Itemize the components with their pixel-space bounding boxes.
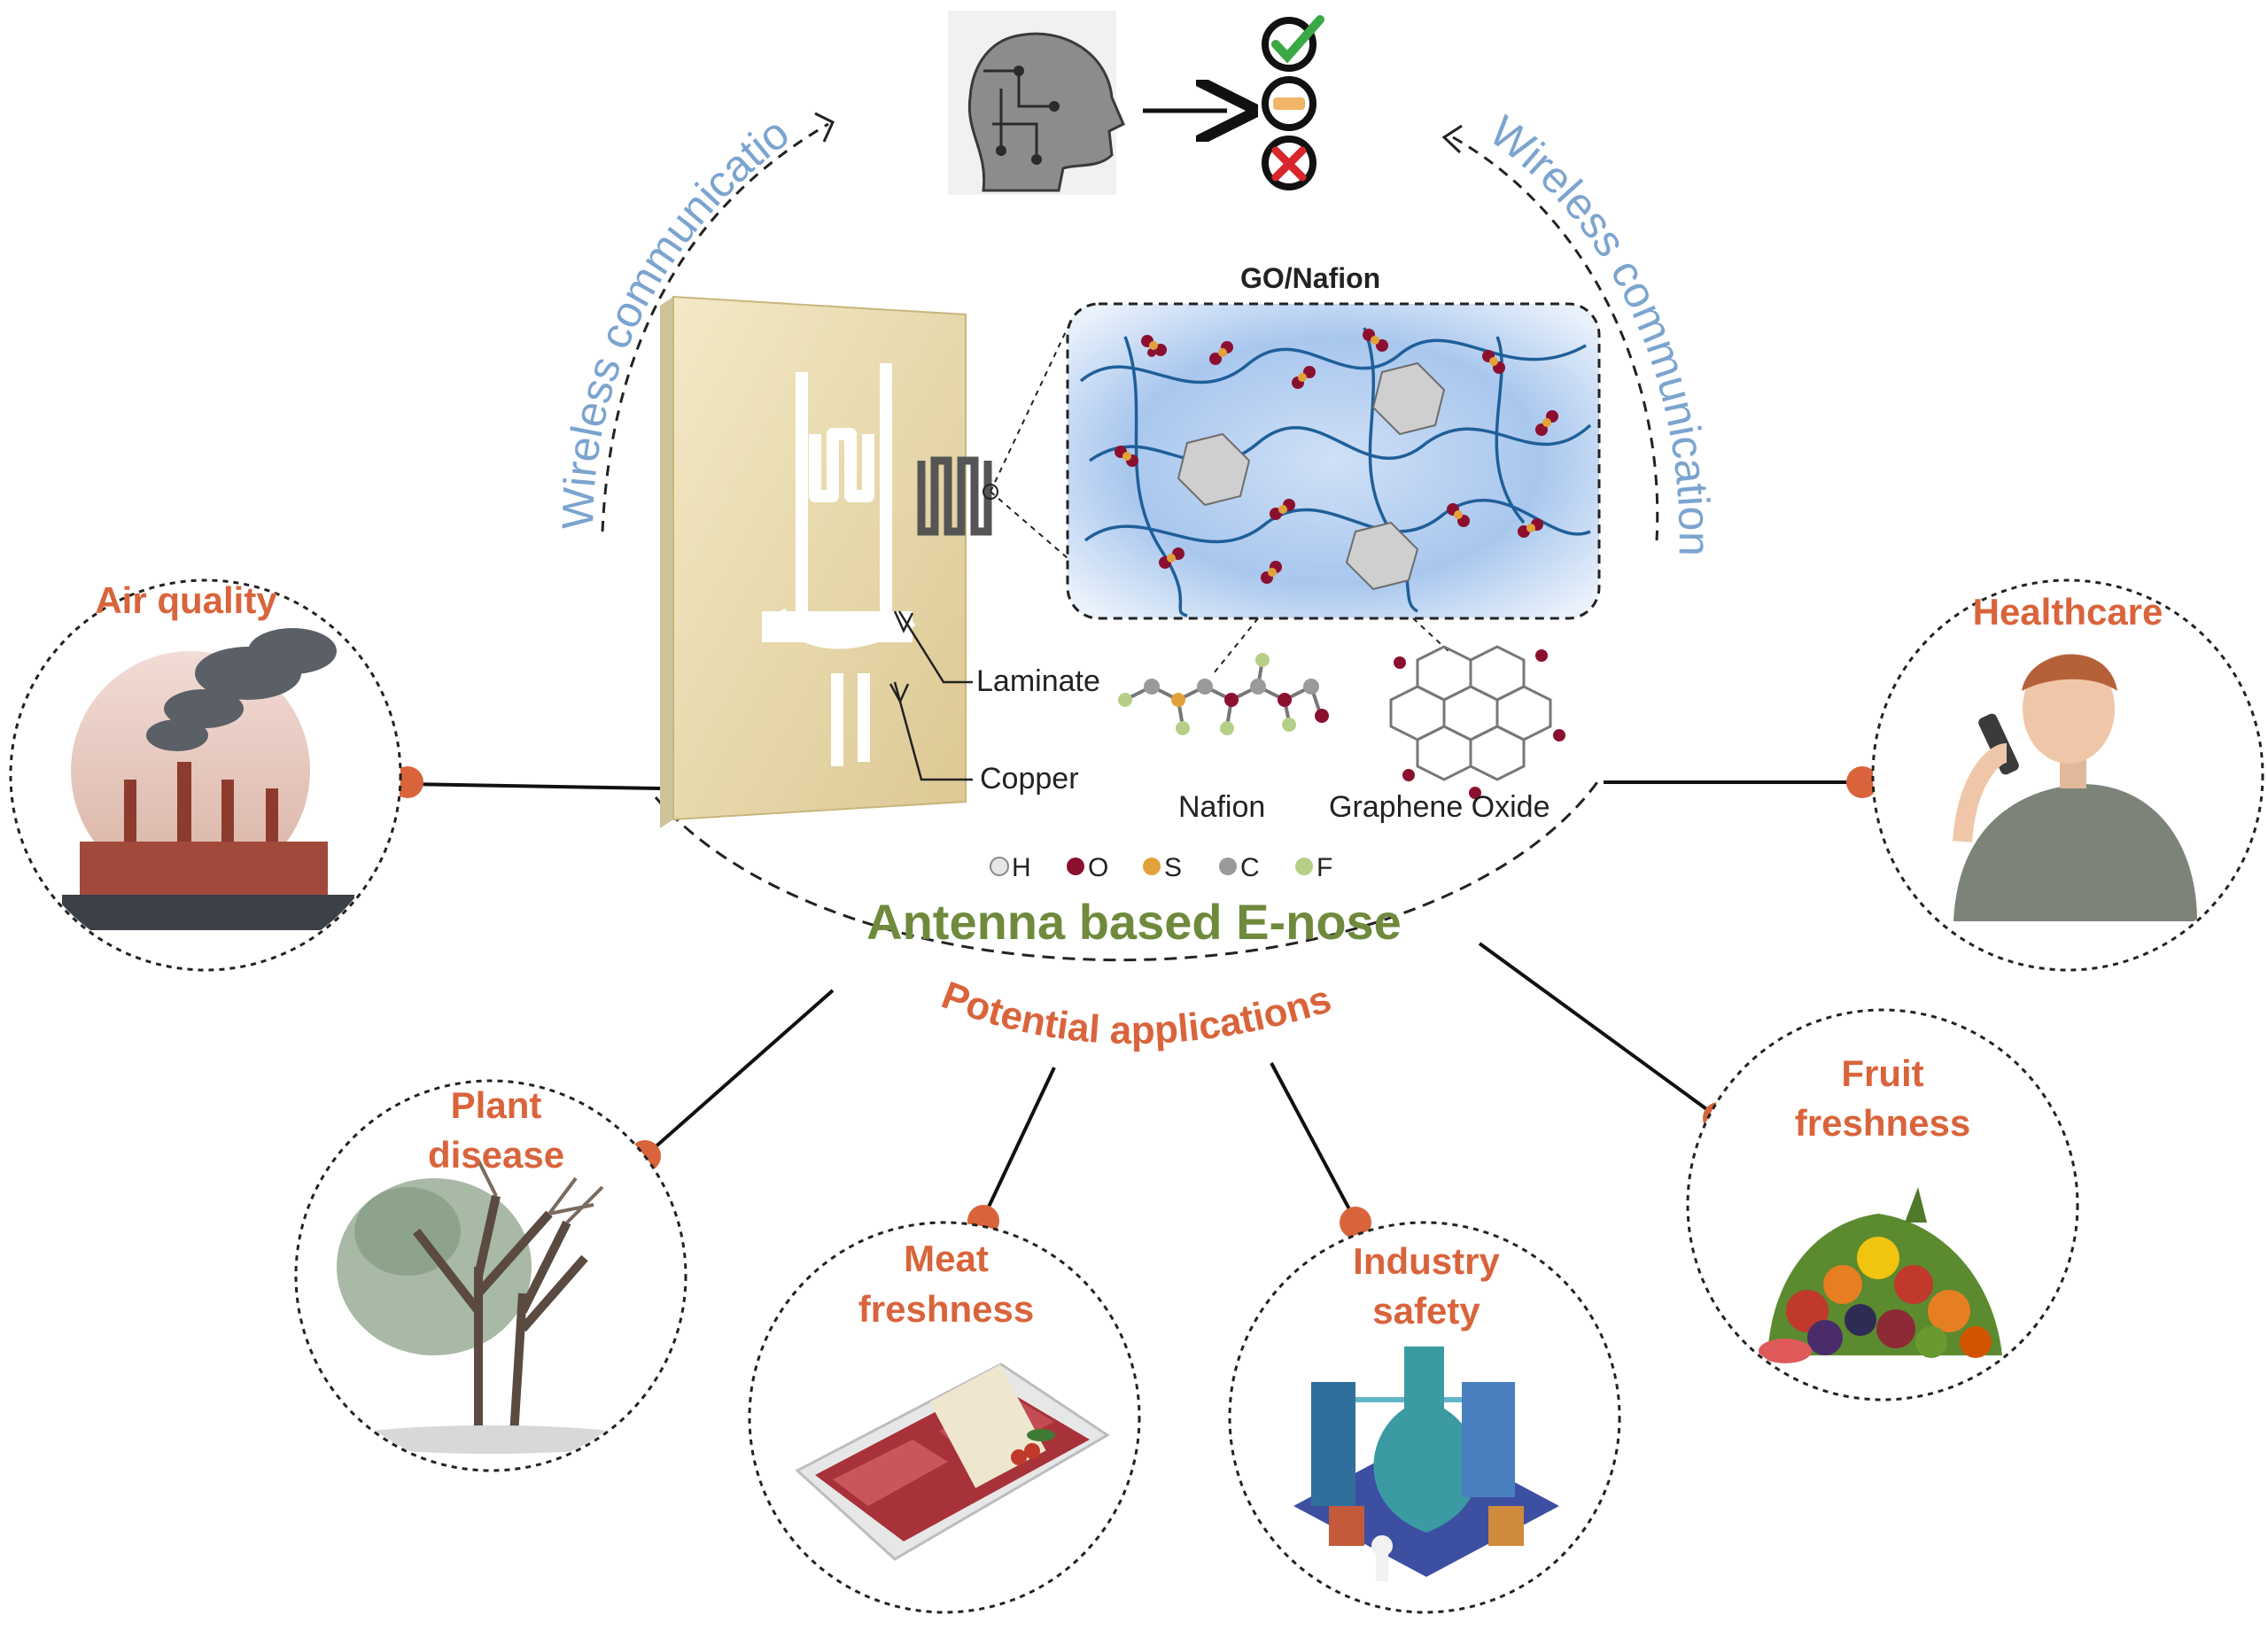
app-label-air-quality: Air quality bbox=[95, 579, 277, 621]
sensing-electrode bbox=[917, 456, 992, 536]
app-label-meat-line2: freshness bbox=[858, 1288, 1034, 1330]
legend-label-o: O bbox=[1088, 853, 1108, 882]
legend-swatch-s bbox=[1143, 858, 1161, 875]
app-label-fruit-line2: freshness bbox=[1795, 1102, 1970, 1144]
connectors bbox=[407, 780, 1865, 1222]
cross-circle-icon bbox=[1262, 136, 1317, 190]
check-circle-icon bbox=[1262, 15, 1324, 72]
wireless-arc-right bbox=[1452, 136, 1659, 541]
legend-swatch-c bbox=[1219, 858, 1237, 875]
legend-label-h: H bbox=[1012, 853, 1031, 882]
app-healthcare: Healthcare bbox=[1871, 578, 2264, 972]
app-label-industry-line2: safety bbox=[1372, 1290, 1480, 1331]
potential-applications-label: Potential applications bbox=[936, 974, 1336, 1052]
nafion-label: Nafion bbox=[1178, 790, 1265, 824]
ai-head-icon bbox=[948, 11, 1125, 195]
wireless-arc-left bbox=[601, 122, 829, 532]
graphene-oxide-molecule bbox=[1389, 645, 1565, 799]
laminate-label: Laminate bbox=[976, 664, 1100, 698]
app-industry-safety: Industry safety bbox=[1228, 1221, 1621, 1614]
app-label-plant-line2: disease bbox=[428, 1134, 564, 1176]
atom-legend: H O S C F bbox=[990, 853, 1332, 882]
central-dashed-arc bbox=[654, 779, 1601, 962]
legend-label-c: C bbox=[1240, 853, 1260, 882]
app-fruit-freshness: Fruit freshness bbox=[1686, 1008, 2079, 1401]
center-title: Antenna based E-nose bbox=[866, 894, 1402, 950]
legend-label-s: S bbox=[1164, 853, 1182, 882]
minus-circle-icon bbox=[1262, 76, 1317, 131]
go-nafion-inset bbox=[1066, 302, 1601, 620]
app-label-plant-line1: Plant bbox=[451, 1084, 542, 1126]
legend-label-f: F bbox=[1317, 853, 1332, 882]
legend-swatch-f bbox=[1295, 858, 1313, 875]
app-label-fruit-line1: Fruit bbox=[1841, 1052, 1923, 1094]
copper-label: Copper bbox=[980, 762, 1079, 796]
legend-swatch-h bbox=[990, 857, 1009, 876]
app-plant-disease: Plant disease bbox=[294, 1079, 687, 1472]
app-label-meat-line1: Meat bbox=[904, 1238, 989, 1279]
app-air-quality: Air quality bbox=[9, 578, 402, 972]
app-label-industry-line1: Industry bbox=[1353, 1240, 1500, 1282]
graphene-oxide-label: Graphene Oxide bbox=[1329, 790, 1550, 824]
app-label-healthcare: Healthcare bbox=[1973, 591, 2163, 633]
go-nafion-title: GO/Nafion bbox=[1240, 262, 1380, 294]
app-meat-freshness: Meat freshness bbox=[748, 1221, 1141, 1614]
antenna-sensor bbox=[660, 295, 998, 828]
nafion-molecule bbox=[1118, 653, 1329, 735]
legend-swatch-o bbox=[1067, 858, 1084, 875]
